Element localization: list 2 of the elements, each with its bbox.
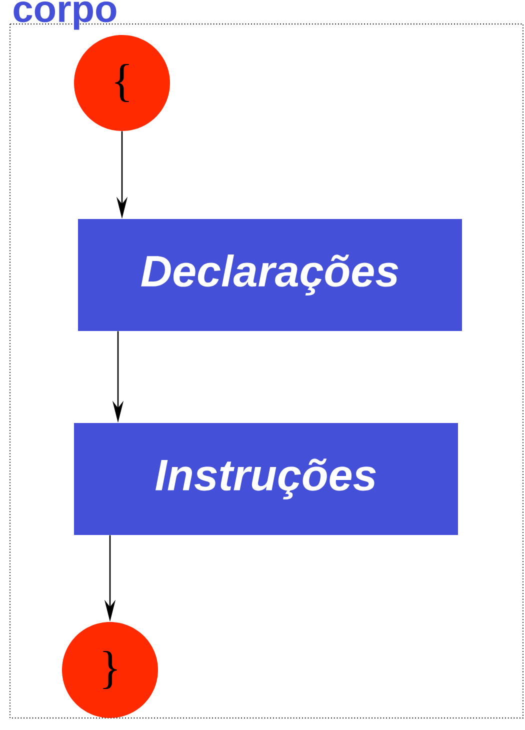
process-box: Declarações: [78, 219, 462, 331]
process-box: Instruções: [74, 423, 458, 535]
